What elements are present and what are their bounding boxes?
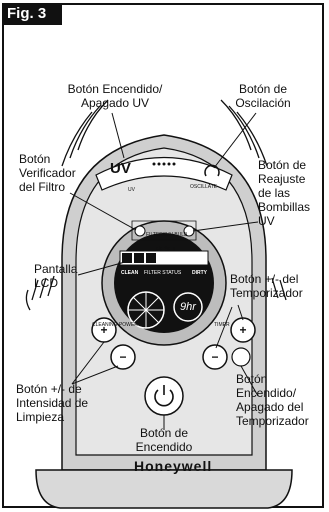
indicator-dots [152, 162, 176, 166]
oscillate-icon [204, 164, 220, 177]
motion-arcs-right [220, 99, 287, 301]
brand-logo-text: Honeywell [134, 458, 213, 474]
leader-lines [69, 112, 259, 430]
motion-arcs-left [25, 99, 109, 311]
uv-bulb-text: UV BULB [166, 232, 188, 238]
plus-icon: + [239, 323, 247, 337]
timer-display-text: 9hr [180, 301, 196, 313]
timer-display-ring [173, 292, 203, 322]
figure-label: Fig. 3 [2, 3, 62, 25]
oscillate-small-text: OSCILLATE [190, 184, 218, 190]
power-icon [154, 389, 174, 407]
cleaning-power-text: CLEANING POWER [92, 322, 138, 328]
cleaning-minus-button [110, 344, 136, 370]
top-panel [95, 157, 233, 191]
uv-small-text: UV [128, 187, 135, 193]
timer-minus-button [202, 344, 228, 370]
filter-status-text: FILTER STATUS [144, 270, 182, 276]
minus-icon: − [211, 350, 219, 364]
filters-button [134, 225, 146, 237]
timer-power-button [231, 347, 251, 367]
dirty-text: DIRTY [192, 270, 207, 276]
plus-icon: + [100, 323, 108, 337]
power-button [144, 376, 184, 416]
clean-text: CLEAN [121, 270, 139, 276]
filters-text: FILTERS [146, 232, 167, 238]
callout-uv-power: Botón Encendido/Apagado UV [67, 82, 163, 110]
fan-blades [128, 292, 164, 328]
timer-text: TIMER [214, 322, 230, 328]
reset-text: RESET [156, 247, 177, 253]
filter-status-segments [122, 253, 156, 263]
timer-plus-button [230, 317, 256, 343]
device-base [35, 469, 293, 509]
uv-button-text: UV [110, 160, 131, 177]
filter-button-panel [131, 220, 197, 241]
minus-icon: − [119, 350, 127, 364]
